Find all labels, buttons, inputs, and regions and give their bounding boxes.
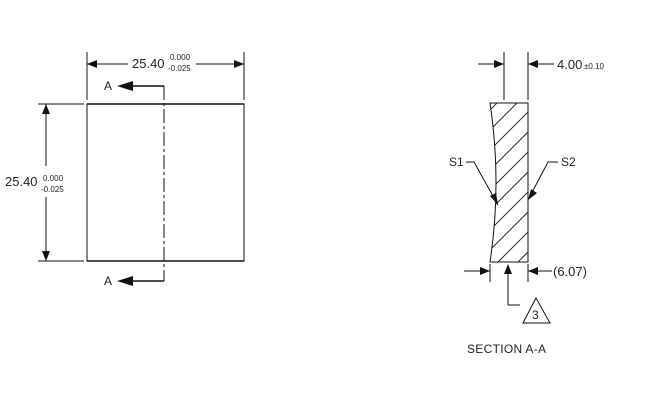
width-dim-upper-tol: 0.000	[170, 53, 191, 62]
part-outline	[86, 103, 245, 262]
width-arrow-left	[87, 60, 97, 68]
width-arrow-right	[234, 60, 244, 68]
width-dim-nominal: 25.40	[132, 56, 165, 71]
front-view	[38, 52, 245, 286]
section-arrow-top	[117, 81, 133, 91]
section-label-bottom: A	[104, 274, 112, 288]
height-arrow-bottom	[42, 251, 50, 261]
ref-arrow-left	[480, 267, 490, 275]
s1-leader-arrow	[490, 193, 498, 205]
s1-leader	[466, 161, 499, 206]
section-view	[464, 52, 558, 324]
ref-arrow-right	[528, 267, 538, 275]
surface-label-s1: S1	[449, 155, 464, 169]
height-dim-upper-tol: 0.000	[43, 174, 64, 183]
thickness-arrow-left	[494, 60, 504, 68]
note-leader-arrow	[504, 264, 512, 274]
thickness-arrow-right	[528, 60, 538, 68]
s2-leader-arrow	[528, 189, 537, 200]
reference-dim-value: (6.07)	[553, 264, 587, 279]
section-hatching	[490, 103, 528, 262]
s2-leader	[527, 161, 558, 201]
height-arrow-top	[42, 104, 50, 114]
note-number: 3	[532, 308, 539, 322]
section-arrow-bottom	[117, 276, 133, 286]
width-dim-lower-tol: -0.025	[168, 64, 191, 73]
thickness-dim-value: 4.00	[557, 57, 582, 72]
height-dim-nominal: 25.40	[5, 174, 38, 189]
section-caption: SECTION A-A	[467, 342, 546, 356]
thickness-dim-tol: ±0.10	[584, 62, 605, 71]
height-dim-lower-tol: -0.025	[41, 185, 64, 194]
section-label-top: A	[104, 79, 112, 93]
surface-label-s2: S2	[561, 155, 576, 169]
note-triangle-icon	[522, 296, 551, 324]
